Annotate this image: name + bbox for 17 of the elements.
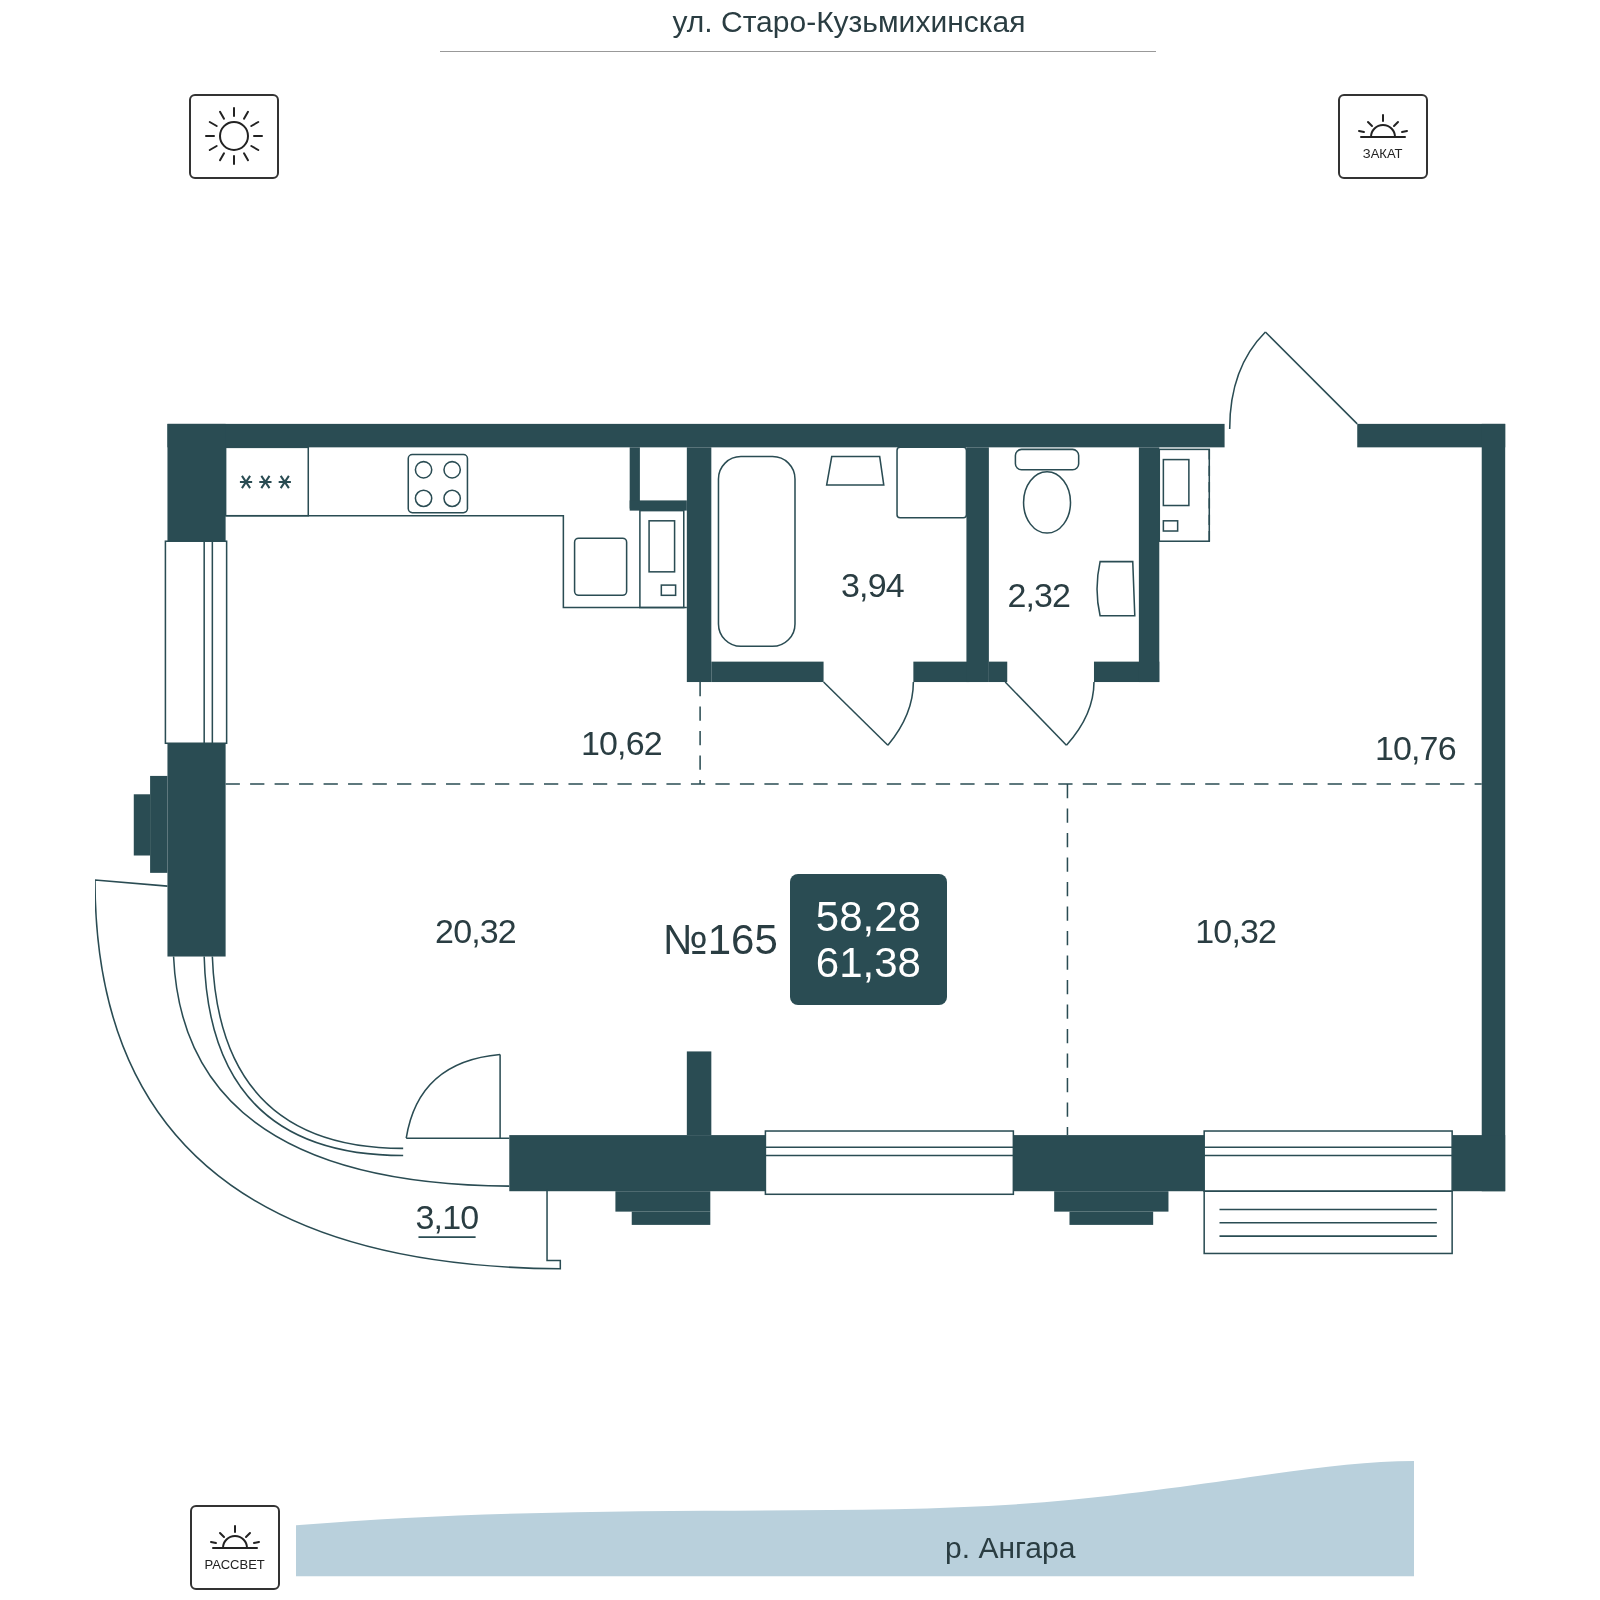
direction-caption: ЗАКАТ	[1362, 146, 1403, 160]
area-value: 58,28	[815, 895, 921, 938]
room-area: 10,62	[581, 725, 662, 760]
sunrise-card	[189, 1505, 280, 1590]
room-area: 3,10	[415, 1200, 479, 1235]
direction-caption: РАССВЕТ	[204, 1557, 265, 1571]
area-value: 61,38	[815, 941, 921, 984]
room-area: 2,32	[1007, 577, 1071, 612]
street-name: ул. Старо-Кузьмихинская	[672, 7, 1026, 38]
room-area: 10,32	[1195, 913, 1277, 948]
apartment-number: №165	[662, 918, 778, 961]
river-name: р. Ангара	[945, 1532, 1076, 1563]
sun-card	[188, 93, 279, 179]
room-area: 20,32	[435, 913, 516, 948]
sunset-card	[1337, 93, 1428, 179]
room-area: 10,76	[1374, 730, 1456, 765]
room-area: 3,94	[841, 567, 904, 602]
